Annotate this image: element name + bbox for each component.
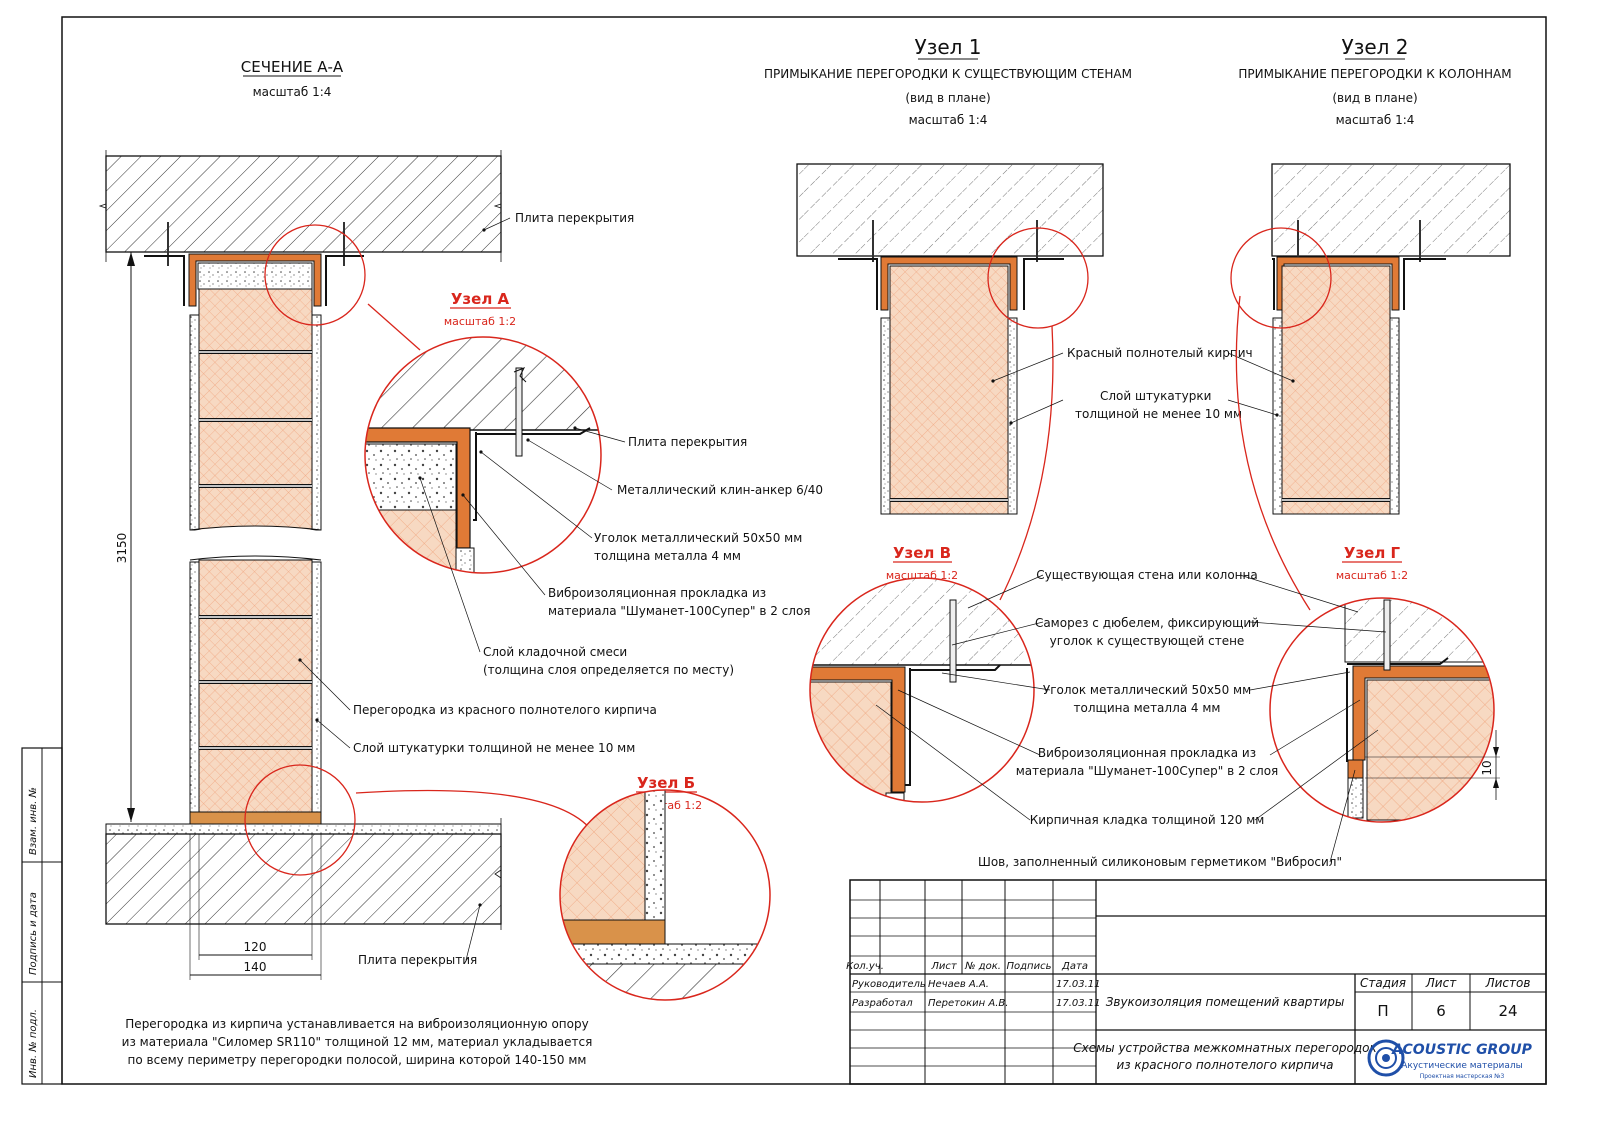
label-angle-v1: Уголок металлический 50х50 мм <box>1043 683 1251 697</box>
label-brick: Красный полнотелый кирпич <box>1067 346 1253 360</box>
node-1: Узел 1 ПРИМЫКАНИЕ ПЕРЕГОРОДКИ К СУЩЕСТВУ… <box>764 35 1253 601</box>
node2-scale: масштаб 1:4 <box>1336 113 1415 127</box>
label-mortar1: Слой кладочной смеси <box>483 645 627 659</box>
col-sign: Подпись <box>1007 961 1052 972</box>
node1-title: Узел 1 <box>915 35 982 59</box>
label-angle-v2: толщина металла 4 мм <box>1074 701 1221 715</box>
label-plaster2-2: толщиной не менее 10 мм <box>1075 407 1242 421</box>
label-slab-top: Плита перекрытия <box>515 211 634 225</box>
sheet-value: 6 <box>1436 1002 1446 1020</box>
detail-g: Узел Г масштаб 1:2 10 <box>1269 544 1500 823</box>
node1-view: (вид в плане) <box>905 91 990 105</box>
note-line-3: по всему периметру перегородки полосой, … <box>128 1053 587 1067</box>
col-sheet: Лист <box>930 961 958 972</box>
node2-view: (вид в плане) <box>1332 91 1417 105</box>
row1-date: 17.03.11 <box>1056 979 1101 990</box>
detail-v-title: Узел В <box>893 544 951 562</box>
stamp-sign: Подпись и дата <box>28 892 39 975</box>
label-anchor: Металлический клин-анкер 6/40 <box>617 483 823 497</box>
label-screw1: Саморез с дюбелем, фиксирующий <box>1035 616 1259 630</box>
node1-scale: масштаб 1:4 <box>909 113 988 127</box>
label-seam: Шов, заполненный силиконовым герметиком … <box>978 855 1342 869</box>
node2-title: Узел 2 <box>1342 35 1409 59</box>
detail-v: Узел В масштаб 1:2 <box>809 544 1035 803</box>
stamp-replace: Взам. инв. № <box>28 787 39 855</box>
note-line-1: Перегородка из кирпича устанавливается н… <box>125 1017 588 1031</box>
detail-a-title: Узел А <box>451 290 510 308</box>
label-slab-a: Плита перекрытия <box>628 435 747 449</box>
sheets-header: Листов <box>1485 976 1531 990</box>
label-vibro-v2: материала "Шуманет-100Супер" в 2 слоя <box>1016 764 1279 778</box>
row1-role: Руководитель <box>852 979 926 990</box>
detail-b-title: Узел Б <box>637 774 695 792</box>
col-date: Дата <box>1061 961 1088 972</box>
dim-height: 3150 <box>115 533 129 564</box>
project-name: Звукоизоляция помещений квартиры <box>1106 995 1345 1009</box>
sheets-value: 24 <box>1498 1002 1517 1020</box>
acoustic-group-logo: ACOUSTIC GROUP Акустические материалы Пр… <box>1367 1039 1533 1080</box>
label-plaster: Слой штукатурки толщиной не менее 10 мм <box>353 741 635 755</box>
row1-name: Нечаев А.А. <box>928 979 989 990</box>
drawing-name-2: из красного полнотелого кирпича <box>1116 1058 1333 1072</box>
logo-text: ACOUSTIC GROUP <box>1391 1042 1532 1058</box>
detail-a-scale: масштаб 1:2 <box>444 315 516 328</box>
node1-subtitle: ПРИМЫКАНИЕ ПЕРЕГОРОДКИ К СУЩЕСТВУЮЩИМ СТ… <box>764 67 1132 81</box>
label-angle-a2: толщина металла 4 мм <box>594 549 741 563</box>
section-aa: СЕЧЕНИЕ А-А масштаб 1:4 <box>98 58 657 980</box>
label-angle-a1: Уголок металлический 50х50 мм <box>594 531 802 545</box>
label-masonry: Кирпичная кладка толщиной 120 мм <box>1030 813 1265 827</box>
node2-subtitle: ПРИМЫКАНИЕ ПЕРЕГОРОДКИ К КОЛОННАМ <box>1238 67 1511 81</box>
row2-name: Перетокин А.В. <box>928 998 1008 1009</box>
node-2: Узел 2 ПРИМЫКАНИЕ ПЕРЕГОРОДКИ К КОЛОННАМ… <box>1227 35 1512 611</box>
row2-date: 17.03.11 <box>1056 998 1101 1009</box>
dim-seam: 10 <box>1480 760 1494 775</box>
label-vibro-v1: Виброизоляционная прокладка из <box>1038 746 1256 760</box>
stage-value: П <box>1377 1002 1388 1020</box>
label-slab-bottom: Плита перекрытия <box>358 953 477 967</box>
drawing-name-1: Схемы устройства межкомнатных перегородо… <box>1073 1041 1377 1055</box>
title-block: Кол.уч. Лист № док. Подпись Дата Руковод… <box>846 879 1547 1085</box>
note-line-2: из материала "Силомер SR110" толщиной 12… <box>122 1035 593 1049</box>
logo-sub1: Акустические материалы <box>1401 1061 1522 1071</box>
label-wall: Существующая стена или колонна <box>1036 568 1257 582</box>
section-aa-title: СЕЧЕНИЕ А-А <box>241 58 344 76</box>
label-screw2: уголок к существующей стене <box>1050 634 1245 648</box>
detail-a: Узел А масштаб 1:2 Плита перекрытия Мета… <box>364 290 823 677</box>
sheet-header: Лист <box>1425 976 1457 990</box>
note: Перегородка из кирпича устанавливается н… <box>122 1017 593 1067</box>
node-callouts: Существующая стена или колонна Саморез с… <box>875 568 1387 869</box>
sheet-frame <box>61 16 1547 1085</box>
label-plaster2-1: Слой штукатурки <box>1100 389 1211 403</box>
stamp-inv: Инв. № подл. <box>28 1009 39 1078</box>
label-partition: Перегородка из красного полнотелого кирп… <box>353 703 657 717</box>
dim-120: 120 <box>244 940 267 954</box>
label-vibro-a1: Виброизоляционная прокладка из <box>548 586 766 600</box>
dim-140: 140 <box>244 960 267 974</box>
label-vibro-a2: материала "Шуманет-100Супер" в 2 слоя <box>548 604 811 618</box>
label-mortar2: (толщина слоя определяется по месту) <box>483 663 734 677</box>
side-stamp: Взам. инв. № Подпись и дата Инв. № подл. <box>21 747 63 1085</box>
detail-g-title: Узел Г <box>1344 544 1401 562</box>
row2-role: Разработал <box>852 997 913 1009</box>
detail-b: Узел Б масштаб 1:2 <box>559 774 771 1001</box>
col-qty: Кол.уч. <box>846 961 884 972</box>
stage-header: Стадия <box>1360 976 1406 990</box>
logo-sub2: Проектная мастерская №3 <box>1420 1073 1505 1080</box>
col-doc: № док. <box>964 961 1001 972</box>
detail-g-scale: масштаб 1:2 <box>1336 569 1408 582</box>
section-aa-scale: масштаб 1:4 <box>253 85 332 99</box>
